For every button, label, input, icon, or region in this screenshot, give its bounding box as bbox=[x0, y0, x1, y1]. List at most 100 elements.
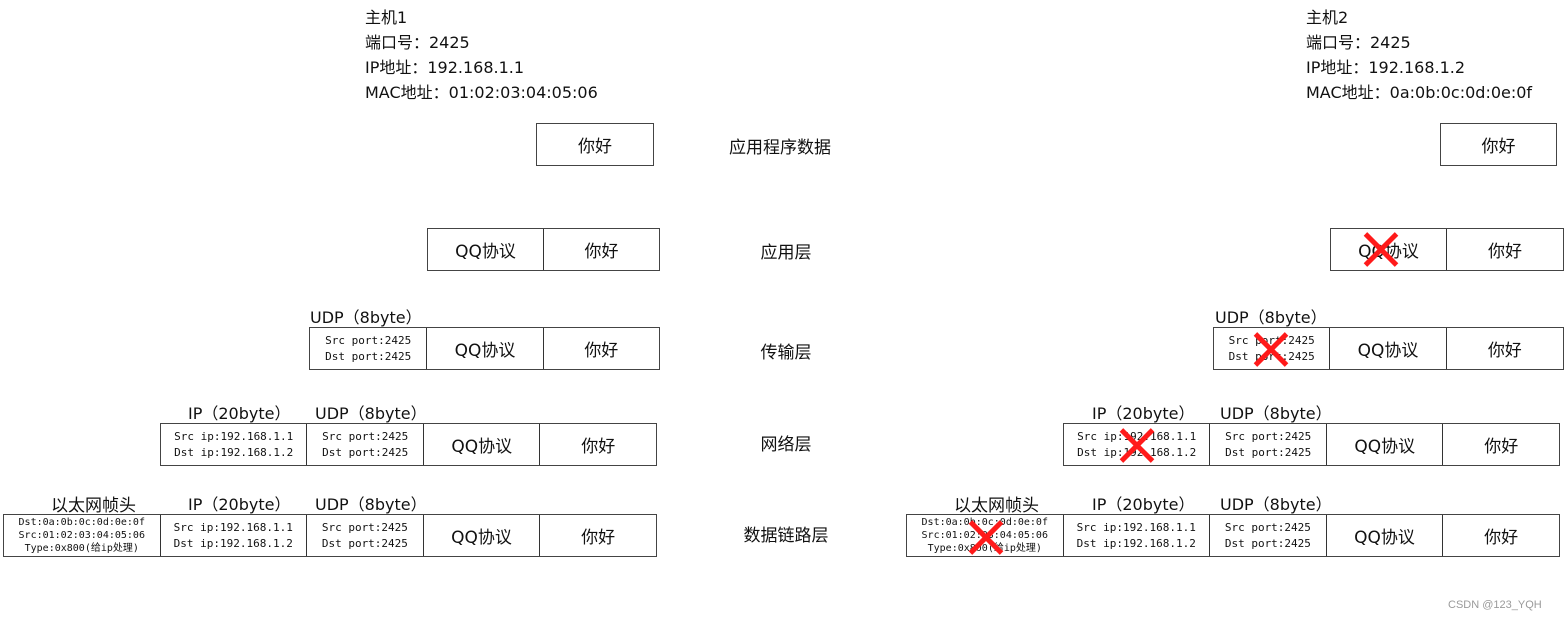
ip-header-label: IP（20byte） bbox=[1092, 495, 1195, 514]
udp-dst-port: Dst port:2425 bbox=[321, 536, 408, 550]
ip-header-cell: Src ip:192.168.1.1 Dst ip:192.168.1.2 bbox=[1064, 515, 1211, 556]
udp-src-port: Src port:2425 bbox=[325, 333, 412, 347]
ip-dst: Dst ip:192.168.1.2 bbox=[174, 445, 294, 459]
udp-src-port: Src port:2425 bbox=[321, 520, 408, 534]
udp-header-cell: Src port:2425 Dst port:2425 bbox=[310, 328, 428, 369]
udp-src-port: Src port:2425 bbox=[1224, 520, 1311, 534]
ip-header-cell: Src ip:192.168.1.1 Dst ip:192.168.1.2 bbox=[161, 515, 308, 556]
qq-protocol-cell: QQ协议 bbox=[424, 515, 541, 556]
data-cell: 你好 bbox=[1443, 424, 1559, 465]
host1-title: 主机1 bbox=[365, 8, 408, 27]
host2-datalink-frame: Dst:0a:0b:0c:0d:0e:0f Src:01:02:03:04:05… bbox=[906, 514, 1560, 557]
host1-ip: IP地址：192.168.1.1 bbox=[365, 58, 525, 77]
udp-header-label: UDP（8byte） bbox=[1220, 495, 1332, 514]
layer-label-transport: 传输层 bbox=[760, 343, 812, 363]
payload-data: 你好 bbox=[1481, 137, 1516, 157]
eth-dst-mac: Dst:0a:0b:0c:0d:0e:0f bbox=[18, 517, 145, 528]
layer-label-datalink: 数据链路层 bbox=[743, 526, 829, 546]
udp-header-label: UDP（8byte） bbox=[310, 308, 422, 327]
udp-dst-port: Dst port:2425 bbox=[1225, 445, 1312, 459]
host2-network-packet: Src ip:192.168.1.1 Dst ip:192.168.1.2 Sr… bbox=[1063, 423, 1560, 466]
ip-dst: Dst ip:192.168.1.2 bbox=[173, 536, 293, 550]
udp-header-label: UDP（8byte） bbox=[1220, 404, 1332, 423]
host1-info: 主机1 端口号：2425 IP地址：192.168.1.1 MAC地址：01:0… bbox=[365, 5, 598, 105]
host1-app-data-box: 你好 bbox=[536, 123, 654, 166]
ip-header-label: IP（20byte） bbox=[188, 495, 291, 514]
udp-src-port: Src port:2425 bbox=[1225, 429, 1312, 443]
qq-protocol-text: QQ协议 bbox=[1358, 242, 1419, 262]
data-cell: 你好 bbox=[1447, 328, 1563, 369]
payload-data: 你好 bbox=[578, 137, 612, 157]
host2-info: 主机2 端口号：2425 IP地址：192.168.1.2 MAC地址：0a:0… bbox=[1306, 5, 1532, 105]
data-cell: 你好 bbox=[544, 229, 659, 270]
host2-application-packet: QQ协议 你好 bbox=[1330, 228, 1564, 271]
udp-header-label: UDP（8byte） bbox=[315, 495, 427, 514]
host2-title: 主机2 bbox=[1306, 8, 1349, 27]
host2-transport-packet: Src port:2425 Dst port:2425 QQ协议 你好 bbox=[1213, 327, 1564, 370]
layer-label-application: 应用层 bbox=[760, 243, 812, 263]
eth-header-label: 以太网帧头 bbox=[954, 496, 1039, 516]
watermark: CSDN @123_YQH bbox=[1448, 599, 1542, 611]
eth-src-mac: Src:01:02:03:04:05:06 bbox=[921, 530, 1048, 541]
udp-header-label: UDP（8byte） bbox=[315, 404, 427, 423]
qq-protocol-text: QQ协议 bbox=[1354, 528, 1415, 548]
ip-header-cell: Src ip:192.168.1.1 Dst ip:192.168.1.2 bbox=[161, 424, 308, 465]
udp-header-label: UDP（8byte） bbox=[1215, 308, 1327, 327]
host2-app-data-box: 你好 bbox=[1440, 123, 1557, 166]
data-text: 你好 bbox=[1484, 528, 1519, 548]
eth-header-cell: Dst:0a:0b:0c:0d:0e:0f Src:01:02:03:04:05… bbox=[4, 515, 161, 556]
ip-src: Src ip:192.168.1.1 bbox=[173, 520, 293, 534]
udp-header-cell: Src port:2425 Dst port:2425 bbox=[307, 424, 424, 465]
qq-protocol-cell: QQ协议 bbox=[1331, 229, 1447, 270]
data-text: 你好 bbox=[584, 341, 619, 361]
ip-src: Src ip:192.168.1.1 bbox=[174, 429, 294, 443]
data-text: 你好 bbox=[1487, 341, 1522, 361]
udp-src-port: Src port:2425 bbox=[1228, 333, 1315, 347]
host1-datalink-frame: Dst:0a:0b:0c:0d:0e:0f Src:01:02:03:04:05… bbox=[3, 514, 657, 557]
ip-dst: Dst ip:192.168.1.2 bbox=[1077, 445, 1197, 459]
data-cell: 你好 bbox=[1447, 229, 1563, 270]
qq-protocol-cell: QQ协议 bbox=[1330, 328, 1447, 369]
ip-src: Src ip:192.168.1.1 bbox=[1077, 429, 1197, 443]
eth-header-cell: Dst:0a:0b:0c:0d:0e:0f Src:01:02:03:04:05… bbox=[907, 515, 1064, 556]
udp-dst-port: Dst port:2425 bbox=[1224, 536, 1311, 550]
qq-protocol-text: QQ协议 bbox=[1357, 341, 1419, 361]
eth-header-label: 以太网帧头 bbox=[51, 496, 136, 516]
host2-port: 端口号：2425 bbox=[1306, 33, 1411, 52]
data-text: 你好 bbox=[581, 528, 616, 548]
eth-dst-mac: Dst:0a:0b:0c:0d:0e:0f bbox=[921, 517, 1048, 528]
host1-mac: MAC地址：01:02:03:04:05:06 bbox=[365, 83, 598, 102]
udp-header-cell: Src port:2425 Dst port:2425 bbox=[1214, 328, 1331, 369]
layer-label-network: 网络层 bbox=[760, 435, 812, 455]
eth-src-mac: Src:01:02:03:04:05:06 bbox=[18, 530, 145, 541]
qq-protocol-text: QQ协议 bbox=[451, 437, 513, 457]
data-cell: 你好 bbox=[540, 515, 656, 556]
udp-dst-port: Dst port:2425 bbox=[325, 349, 412, 363]
host1-network-packet: Src ip:192.168.1.1 Dst ip:192.168.1.2 Sr… bbox=[160, 423, 657, 466]
udp-header-cell: Src port:2425 Dst port:2425 bbox=[307, 515, 424, 556]
qq-protocol-text: QQ协议 bbox=[1354, 437, 1416, 457]
qq-protocol-text: QQ协议 bbox=[454, 341, 516, 361]
udp-header-cell: Src port:2425 Dst port:2425 bbox=[1210, 515, 1327, 556]
data-text: 你好 bbox=[584, 242, 619, 262]
ip-header-label: IP（20byte） bbox=[1092, 404, 1195, 423]
udp-dst-port: Dst port:2425 bbox=[322, 445, 409, 459]
qq-protocol-text: QQ协议 bbox=[451, 528, 512, 548]
host1-transport-packet: Src port:2425 Dst port:2425 QQ协议 你好 bbox=[309, 327, 660, 370]
udp-header-cell: Src port:2425 Dst port:2425 bbox=[1210, 424, 1327, 465]
udp-src-port: Src port:2425 bbox=[322, 429, 409, 443]
ip-header-label: IP（20byte） bbox=[188, 404, 291, 423]
data-text: 你好 bbox=[1488, 242, 1522, 262]
host1-application-packet: QQ协议 你好 bbox=[427, 228, 660, 271]
host2-ip: IP地址：192.168.1.2 bbox=[1306, 58, 1466, 77]
data-text: 你好 bbox=[1484, 437, 1519, 457]
ip-header-cell: Src ip:192.168.1.1 Dst ip:192.168.1.2 bbox=[1064, 424, 1211, 465]
eth-type: Type:0x800(给ip处理) bbox=[927, 543, 1042, 554]
host1-port: 端口号：2425 bbox=[365, 33, 470, 52]
qq-protocol-cell: QQ协议 bbox=[427, 328, 544, 369]
data-cell: 你好 bbox=[540, 424, 656, 465]
qq-protocol-cell: QQ协议 bbox=[1327, 424, 1444, 465]
eth-type: Type:0x800(给ip处理) bbox=[24, 543, 139, 554]
qq-protocol-cell: QQ协议 bbox=[424, 424, 541, 465]
qq-protocol-cell: QQ协议 bbox=[428, 229, 544, 270]
